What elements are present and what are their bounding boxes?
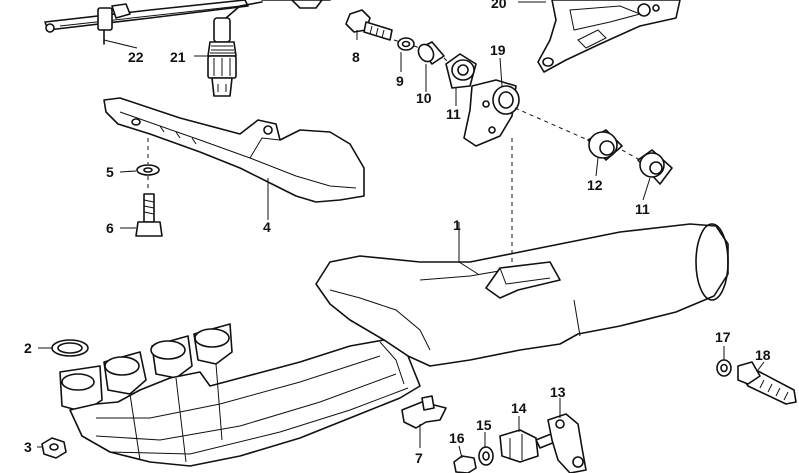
part-10-sleeve	[417, 41, 445, 65]
leader-1	[458, 222, 479, 275]
part-18-bolt	[737, 361, 797, 405]
callout-20: 20	[491, 0, 507, 11]
assembly-line-8-11	[393, 39, 449, 63]
callout-18: 18	[755, 347, 771, 363]
part-12-grommet	[587, 129, 623, 161]
leader-11b	[642, 177, 651, 201]
part-13-hanger-bracket	[547, 413, 587, 473]
part-19-bracket	[463, 79, 520, 147]
leader-16	[458, 445, 463, 459]
part-11-grommet-lower	[637, 149, 673, 185]
part-15-washer	[478, 446, 494, 466]
part-4-heat-shield	[103, 97, 365, 203]
leader-18	[757, 361, 765, 371]
part-21-oxygen-sensor	[207, 0, 331, 97]
leader-5	[119, 170, 137, 173]
leader-12	[595, 157, 599, 177]
leader-lines	[37, 1, 765, 459]
callout-7: 7	[415, 450, 423, 466]
callout-6: 6	[106, 220, 114, 236]
part-11-grommet-upper	[445, 53, 477, 89]
callout-21: 21	[170, 49, 186, 65]
callout-8: 8	[352, 49, 360, 65]
callout-11-upper: 11	[446, 106, 461, 122]
callout-17: 17	[715, 329, 731, 345]
part-20-mounting-plate	[537, 0, 681, 73]
part-16-nut	[453, 455, 477, 473]
callout-4: 4	[263, 219, 271, 235]
callout-5: 5	[106, 164, 114, 180]
callout-11-lower: 11	[635, 201, 650, 217]
part-6-bolt	[135, 193, 163, 237]
callout-1: 1	[453, 217, 461, 233]
part-9-washer	[397, 37, 415, 51]
assembly-line-12-11	[621, 149, 641, 161]
callout-9: 9	[396, 73, 404, 89]
callout-16: 16	[449, 430, 465, 446]
callout-19: 19	[490, 42, 506, 58]
exhaust-manifold	[59, 323, 421, 467]
callout-15: 15	[476, 417, 492, 433]
part-22-clamp-rail	[44, 0, 249, 45]
leader-22	[103, 39, 138, 49]
callout-labels: 1 2 3 4 5 6 7 8 9 10 11 11 12 13 14 15 1…	[24, 0, 771, 466]
part-5-washer	[136, 164, 160, 176]
callout-2: 2	[24, 340, 32, 356]
part-8-bolt	[345, 9, 393, 41]
leader-19	[499, 57, 503, 87]
part-17-washer	[716, 359, 732, 377]
callout-22: 22	[128, 49, 144, 65]
part-3-nut	[41, 437, 67, 459]
callout-12: 12	[587, 177, 603, 193]
callout-3: 3	[24, 439, 32, 455]
callout-13: 13	[550, 384, 566, 400]
callout-10: 10	[416, 90, 432, 106]
assembly-line-19-12	[514, 107, 589, 141]
part-2-gasket	[51, 339, 89, 357]
part-7-clamp	[401, 395, 447, 429]
callout-14: 14	[511, 400, 527, 416]
